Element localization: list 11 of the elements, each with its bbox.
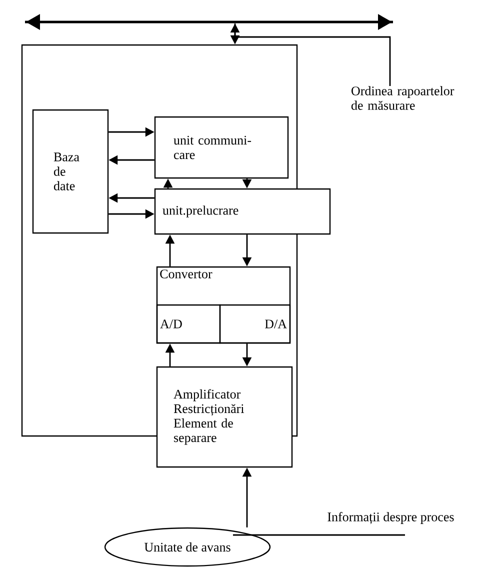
process-box: unit communi- care	[154, 116, 289, 179]
bus-line	[25, 14, 393, 30]
ellipse-node: Unitate de avans	[104, 527, 271, 567]
process-box: Baza de date	[32, 109, 109, 234]
process-box: Amplificator Restricționări Element de separare	[156, 366, 293, 468]
converter-cell: A/D	[156, 304, 221, 344]
connector-line	[234, 23, 391, 86]
process-box: unit.prelucrare	[154, 188, 331, 235]
annotation-text: Ordinea rapoartelor de măsurare	[351, 86, 454, 110]
annotation-text: Informații despre proces	[328, 512, 454, 524]
converter-cell: D/A	[219, 304, 291, 344]
